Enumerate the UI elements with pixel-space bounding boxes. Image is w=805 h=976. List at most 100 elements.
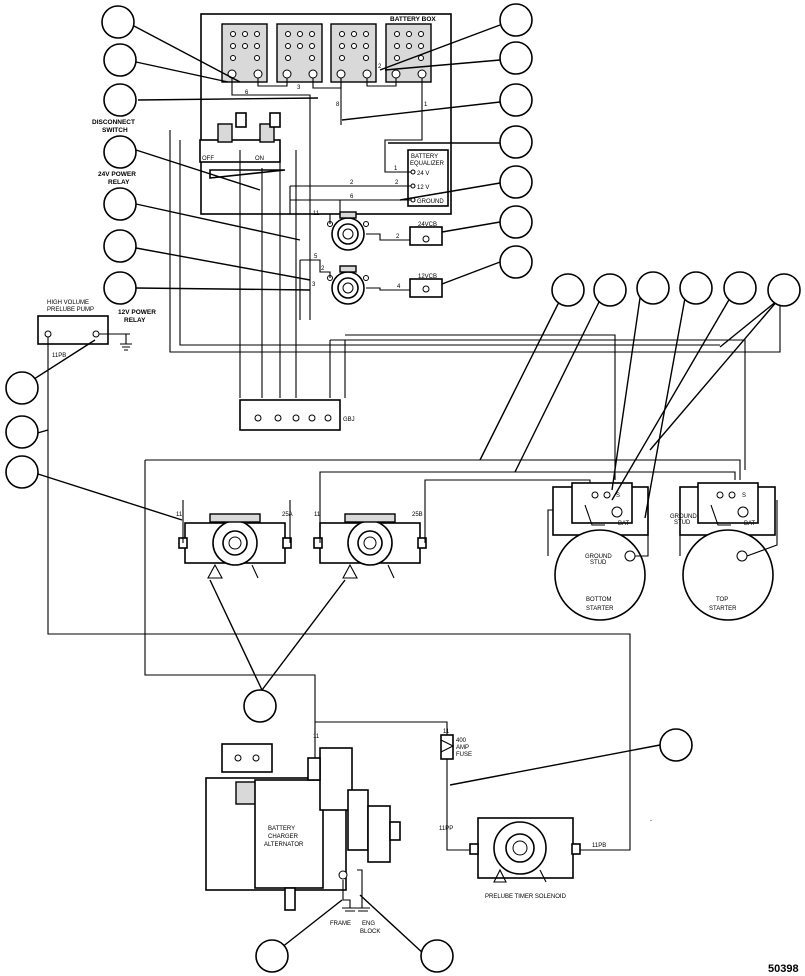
- svg-text:6: 6: [350, 194, 354, 200]
- callout-10: [499, 83, 533, 117]
- prelube-solenoid-label: PRELUBE TIMER SOLENOID: [485, 894, 567, 900]
- callout-5: [103, 187, 137, 221]
- ground-block: GBJ: [239, 399, 355, 431]
- figure-number: 50398: [768, 963, 799, 975]
- prelube-pump: HIGH VOLUME PRELUBE PUMP 11PB: [37, 300, 631, 660]
- wire-label-3: 3: [297, 85, 301, 91]
- disconnect-switch-label: DISCONNECT: [92, 119, 135, 126]
- fuse-label: 400: [456, 738, 467, 744]
- wire-label-2a: 2: [378, 64, 382, 70]
- callout-22: [723, 271, 757, 305]
- relay-24v-label-2: RELAY: [108, 179, 130, 186]
- cb-12v-label: 12VCB: [418, 274, 437, 280]
- top-starter-label-2: STARTER: [709, 606, 737, 612]
- eng-block-label-2: BLOCK: [360, 929, 380, 935]
- wire-25b: 25B: [412, 512, 423, 518]
- relay-24v: 24V POWER RELAY: [98, 171, 369, 251]
- relay-12v-label: 12V POWER: [118, 309, 156, 316]
- callout-19: [593, 273, 627, 307]
- callout-26: [255, 939, 289, 973]
- callout-23: [767, 273, 801, 307]
- relay-12v: 12V POWER RELAY: [118, 265, 369, 324]
- callout-circles: [5, 3, 801, 973]
- svg-text:2: 2: [395, 180, 399, 186]
- fuse-label-2: AMP: [456, 745, 469, 751]
- equalizer-label: BATTERY: [411, 154, 438, 160]
- prelube-timer-solenoid: PRELUBE TIMER SOLENOID 11PB: [469, 660, 631, 900]
- equalizer-12v: 12 V: [417, 185, 429, 191]
- svg-text:4: 4: [397, 284, 401, 290]
- alternator: BATTERY CHARGER ALTERNATOR FRAME ENG BLO…: [205, 743, 401, 935]
- bottom-starter-label: BOTTOM: [586, 597, 612, 603]
- callout-12: [499, 165, 533, 199]
- battery-4: [385, 23, 432, 83]
- svg-text:2: 2: [396, 234, 400, 240]
- frame-label: FRAME: [330, 921, 351, 927]
- circuit-breaker-12v: 12VCB 4: [366, 274, 443, 298]
- svg-text:11: 11: [313, 734, 320, 740]
- wire-label-6: 6: [245, 90, 249, 96]
- svg-text:11: 11: [313, 211, 320, 217]
- circuit-breaker-24v: 24VCB 2: [366, 222, 443, 246]
- svg-text:11: 11: [176, 512, 183, 518]
- svg-text:2: 2: [321, 266, 325, 272]
- prelube-pump-label-2: PRELUBE PUMP: [47, 307, 94, 313]
- svg-text:2: 2: [350, 180, 354, 186]
- callout-24: [243, 689, 277, 723]
- callout-16: [5, 415, 39, 449]
- callout-21: [679, 271, 713, 305]
- callout-17: [5, 455, 39, 489]
- wire-label-1: 1: [424, 102, 428, 108]
- callout-9: [499, 41, 533, 75]
- starter-relay-left: 25A: [178, 512, 293, 579]
- switch-on-label: ON: [255, 156, 264, 162]
- svg-text:STUD: STUD: [590, 560, 607, 566]
- cb-24v-label: 24VCB: [418, 222, 437, 228]
- battery-3: [330, 23, 377, 83]
- callout-4: [103, 135, 137, 169]
- wire-label-8: 8: [336, 102, 340, 108]
- wire-25a: 25A: [282, 512, 293, 518]
- alternator-label-2: CHARGER: [268, 834, 299, 840]
- svg-text:GROUND: GROUND: [585, 554, 612, 560]
- callout-1: [101, 5, 135, 39]
- prelube-pump-label: HIGH VOLUME: [47, 300, 89, 306]
- switch-off-label: OFF: [202, 156, 214, 162]
- callout-27: [420, 939, 454, 973]
- svg-text:STUD: STUD: [674, 520, 691, 526]
- relay-12v-label-2: RELAY: [124, 317, 146, 324]
- equalizer-24v: 24 V: [417, 171, 429, 177]
- callout-15: [5, 371, 39, 405]
- disconnect-switch-label-2: SWITCH: [102, 127, 128, 134]
- alternator-label: BATTERY: [268, 826, 295, 832]
- svg-text:11: 11: [314, 512, 321, 518]
- bottom-starter-label-2: STARTER: [586, 606, 614, 612]
- bottom-starter-s: S: [616, 493, 620, 499]
- svg-text:GROUND: GROUND: [670, 514, 697, 520]
- callout-3: [103, 83, 137, 117]
- battery-box-label: BATTERY BOX: [390, 16, 436, 23]
- bottom-starter: S BAT GROUND STUD BOTTOM STARTER: [547, 482, 649, 621]
- alternator-label-3: ALTERNATOR: [264, 842, 304, 848]
- battery-2: [276, 23, 323, 83]
- callout-18: [551, 273, 585, 307]
- wire-11pb: 11PB: [52, 353, 66, 359]
- battery-box: BATTERY BOX: [200, 13, 452, 215]
- bottom-starter-bat: BAT: [618, 521, 630, 527]
- callout-11: [499, 125, 533, 159]
- top-starter-s: S: [742, 493, 746, 499]
- callout-13: [499, 205, 533, 239]
- equalizer-label-2: EQUALIZER: [410, 161, 445, 167]
- wire-11pp: 11PP: [439, 826, 453, 832]
- eng-block-label: ENG: [362, 921, 375, 927]
- svg-text:5: 5: [314, 254, 318, 260]
- svg-text:3: 3: [312, 282, 316, 288]
- fuse-400a: 400 AMP FUSE 11 11 11PP: [313, 721, 472, 851]
- top-starter-label: TOP: [716, 597, 728, 603]
- fuse-label-3: FUSE: [456, 752, 472, 758]
- starter-relay-right: 25B: [313, 512, 427, 579]
- callout-6: [103, 229, 137, 263]
- top-starter-bat: BAT: [744, 521, 756, 527]
